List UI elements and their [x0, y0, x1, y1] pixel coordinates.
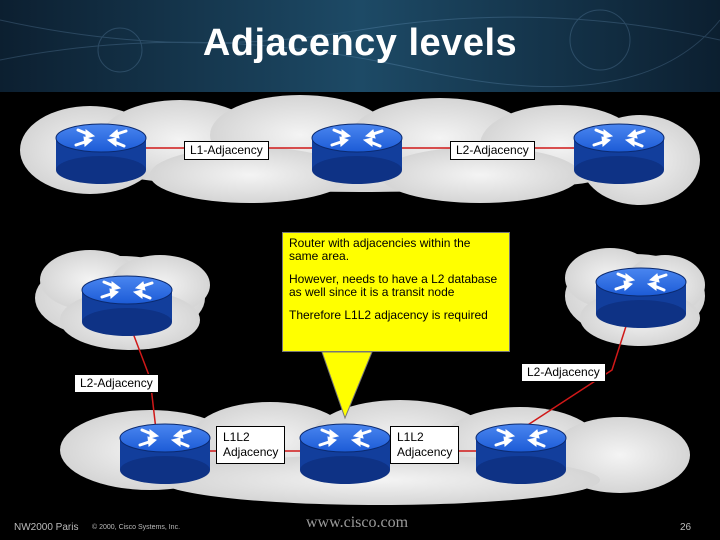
router-bottom-left[interactable]: [118, 422, 212, 486]
label-l1-adjacency: L1-Adjacency: [184, 141, 269, 160]
callout-box: Router with adjacencies within the same …: [282, 232, 510, 352]
router-top-center[interactable]: [310, 122, 404, 186]
footer-page-number: 26: [680, 522, 692, 533]
router-top-right[interactable]: [572, 122, 666, 186]
callout-pointer: [321, 351, 373, 420]
router-right[interactable]: [594, 266, 688, 330]
label-l1l2-left: L1L2 Adjacency: [216, 426, 286, 464]
label-l2-adjacency-left: L2-Adjacency: [74, 374, 159, 393]
callout-line-1: Router with adjacencies within the same …: [289, 236, 471, 263]
footer-copyright: © 2000, Cisco Systems, Inc.: [92, 524, 181, 531]
title-banner: [0, 0, 720, 92]
router-bottom-right[interactable]: [474, 422, 568, 486]
label-l2-adjacency-top: L2-Adjacency: [450, 141, 535, 160]
callout-line-3: Therefore L1L2 adjacency is required: [289, 308, 488, 322]
router-bottom-center[interactable]: [298, 422, 392, 486]
label-l1l2-right: L1L2 Adjacency: [390, 426, 460, 464]
footer-event: NW2000 Paris: [14, 522, 79, 533]
label-l2-adjacency-right: L2-Adjacency: [521, 363, 606, 382]
slide-title: Adjacency levels: [202, 22, 518, 64]
callout-line-2: However, needs to have a L2 database as …: [289, 272, 498, 299]
router-left[interactable]: [80, 274, 174, 338]
footer-url[interactable]: www.cisco.com: [306, 514, 409, 531]
link-right-bottom: [519, 319, 629, 431]
router-top-left[interactable]: [54, 122, 148, 186]
